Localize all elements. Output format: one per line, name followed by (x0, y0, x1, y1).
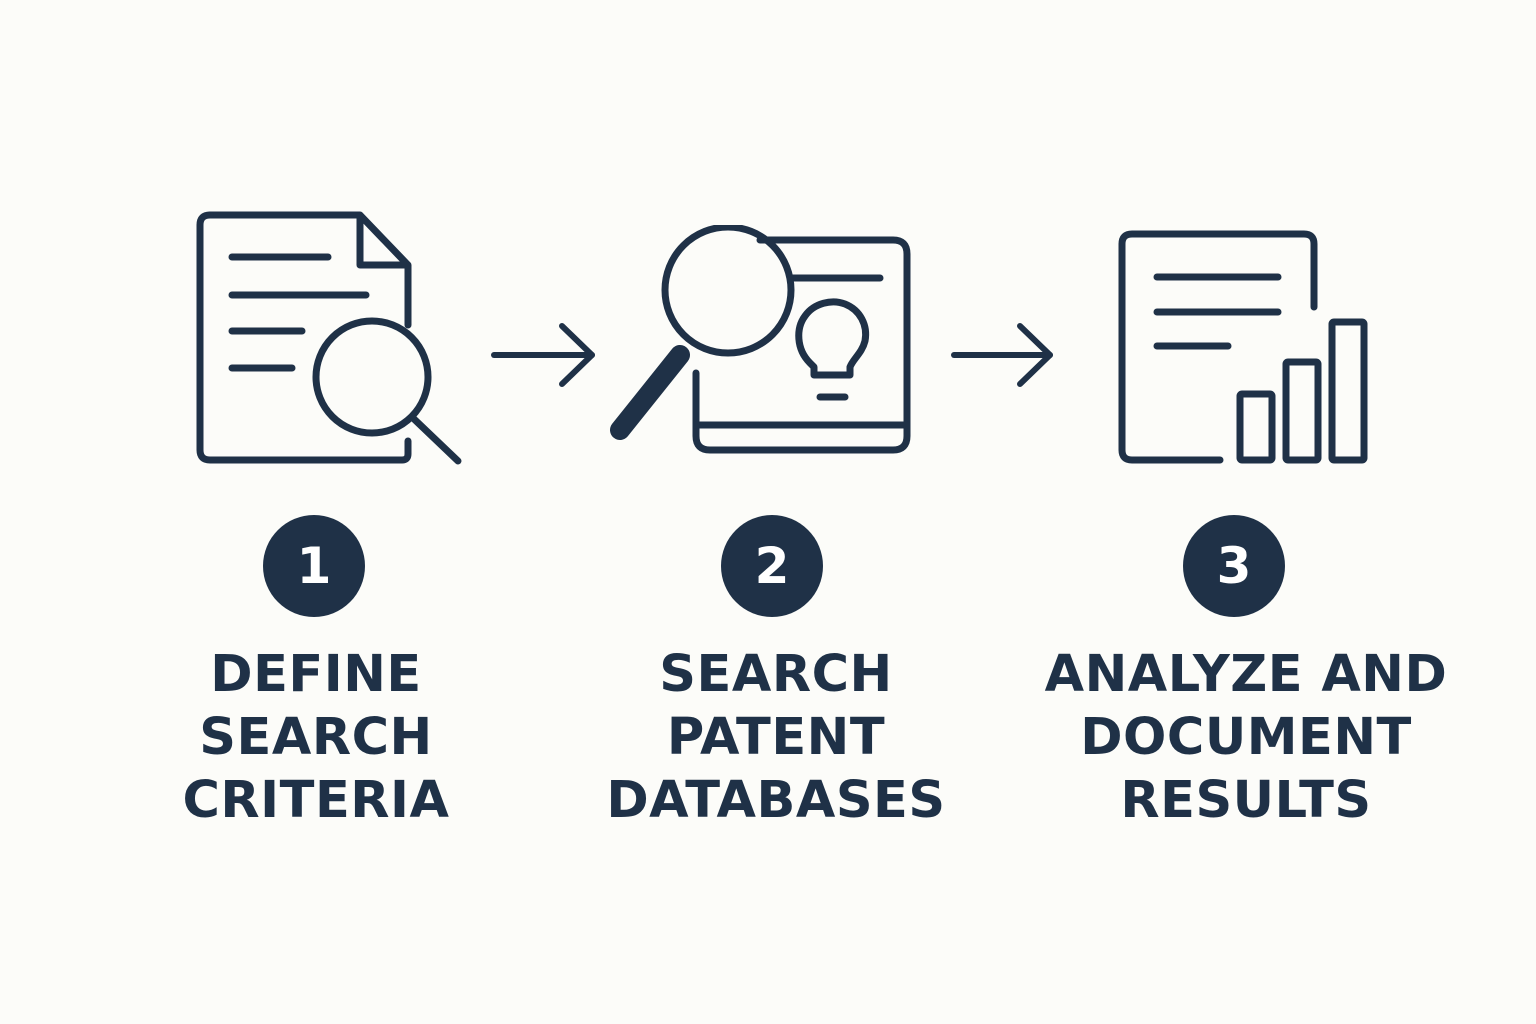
step-2-label: SEARCH PATENT DATABASES (566, 643, 986, 832)
step-3-label-line: RESULTS (1120, 771, 1372, 830)
step-1-label-line: DEFINE (210, 645, 422, 704)
step-1-label-line: SEARCH (199, 708, 433, 767)
magnifier-lightbulb-screen-icon (600, 225, 915, 460)
step-2-label-line: PATENT (666, 708, 886, 767)
step-1-label: DEFINE SEARCH CRITERIA (106, 643, 526, 832)
step-3-number-badge: 3 (1183, 515, 1285, 617)
step-1-label-line: CRITERIA (182, 771, 450, 830)
step-3-label-line: ANALYZE AND (1044, 645, 1448, 704)
document-magnifier-icon (190, 205, 470, 475)
arrow-right-icon (950, 320, 1060, 390)
arrow-right-icon (490, 320, 600, 390)
step-2-label-line: SEARCH (659, 645, 893, 704)
step-3-label-line: DOCUMENT (1080, 708, 1412, 767)
step-1-number-badge: 1 (263, 515, 365, 617)
document-bar-chart-icon (1112, 222, 1372, 468)
step-2-number-badge: 2 (721, 515, 823, 617)
step-2-label-line: DATABASES (606, 771, 946, 830)
step-3-label: ANALYZE AND DOCUMENT RESULTS (1036, 643, 1456, 832)
